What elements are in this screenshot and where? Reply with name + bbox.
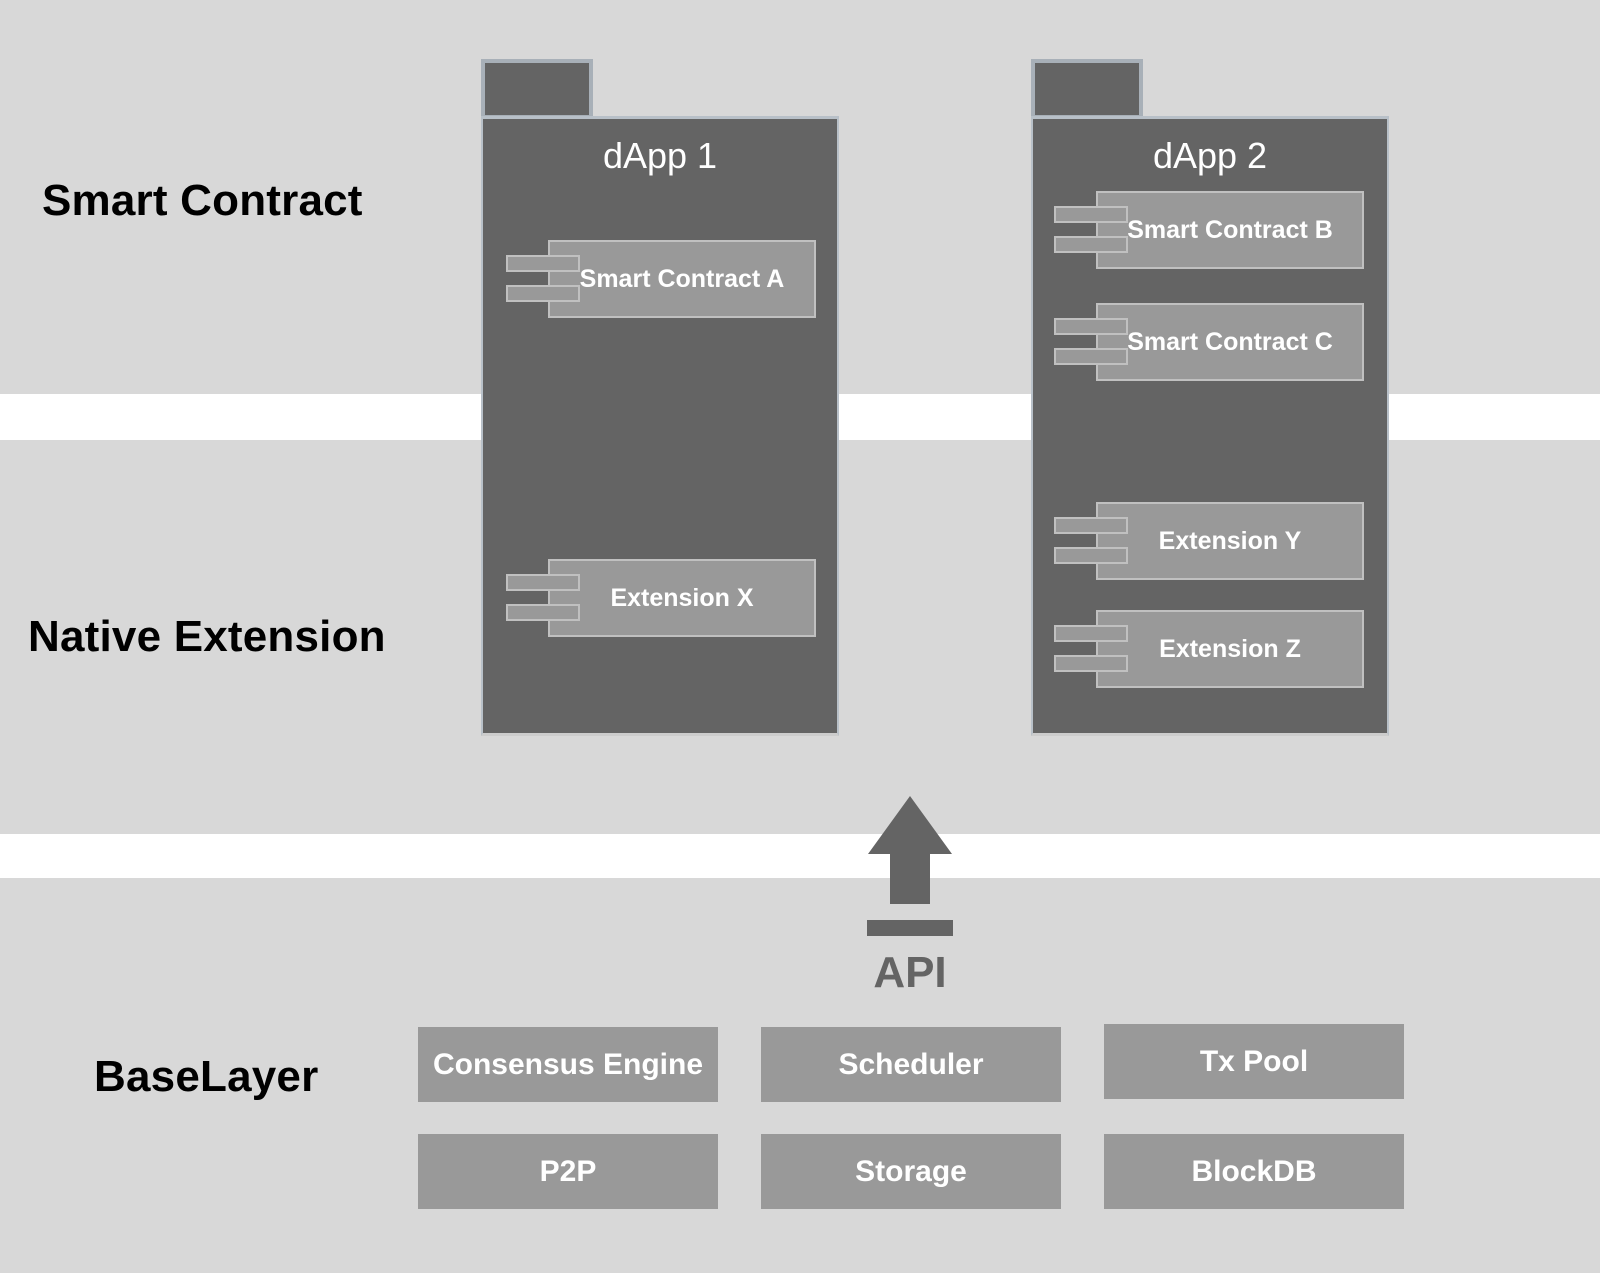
- component-body: [1096, 303, 1364, 381]
- component-label: Smart Contract A: [579, 264, 785, 293]
- layer-label-native-extension: Native Extension: [28, 612, 386, 661]
- component-port: [506, 574, 580, 591]
- dapp-1-tab: [481, 59, 593, 119]
- base-component-tx-pool[interactable]: Tx Pool: [1104, 1024, 1404, 1099]
- layer-label-base-layer: BaseLayer: [94, 1052, 319, 1101]
- component-port: [1054, 655, 1128, 672]
- component-port: [506, 604, 580, 621]
- component-body: [548, 240, 816, 318]
- component-smart-contract-c[interactable]: Smart Contract C: [1054, 303, 1364, 381]
- base-component-p2p[interactable]: P2P: [418, 1134, 718, 1209]
- component-port: [1054, 206, 1128, 223]
- dapp-1-container: dApp 1: [481, 116, 839, 736]
- component-body: [1096, 610, 1364, 688]
- component-port: [506, 255, 580, 272]
- base-component-consensus-engine[interactable]: Consensus Engine: [418, 1027, 718, 1102]
- base-component-scheduler[interactable]: Scheduler: [761, 1027, 1061, 1102]
- component-label: Extension Y: [1158, 526, 1302, 555]
- component-label: Smart Contract B: [1127, 215, 1333, 244]
- component-body: [548, 559, 816, 637]
- component-body: [1096, 191, 1364, 269]
- api-up-arrow-icon: [867, 796, 953, 936]
- component-smart-contract-b[interactable]: Smart Contract B: [1054, 191, 1364, 269]
- component-port: [1054, 517, 1128, 534]
- layer-label-smart-contract: Smart Contract: [42, 176, 363, 225]
- component-body: [1096, 502, 1364, 580]
- component-port: [1054, 236, 1128, 253]
- api-label: API: [873, 948, 947, 997]
- component-port: [1054, 547, 1128, 564]
- dapp-2-title: dApp 2: [1152, 135, 1268, 176]
- component-label: Extension X: [610, 583, 754, 612]
- dapp-2-tab: [1031, 59, 1143, 119]
- dapp-1-title: dApp 1: [602, 135, 718, 176]
- component-extension-z[interactable]: Extension Z: [1054, 610, 1364, 688]
- component-label: Smart Contract C: [1127, 327, 1333, 356]
- component-port: [1054, 318, 1128, 335]
- component-smart-contract-a[interactable]: Smart Contract A: [506, 240, 816, 318]
- component-extension-y[interactable]: Extension Y: [1054, 502, 1364, 580]
- component-port: [1054, 348, 1128, 365]
- base-component-storage[interactable]: Storage: [761, 1134, 1061, 1209]
- base-component-blockdb[interactable]: BlockDB: [1104, 1134, 1404, 1209]
- component-label: Extension Z: [1159, 634, 1301, 663]
- component-extension-x[interactable]: Extension X: [506, 559, 816, 637]
- component-port: [1054, 625, 1128, 642]
- component-port: [506, 285, 580, 302]
